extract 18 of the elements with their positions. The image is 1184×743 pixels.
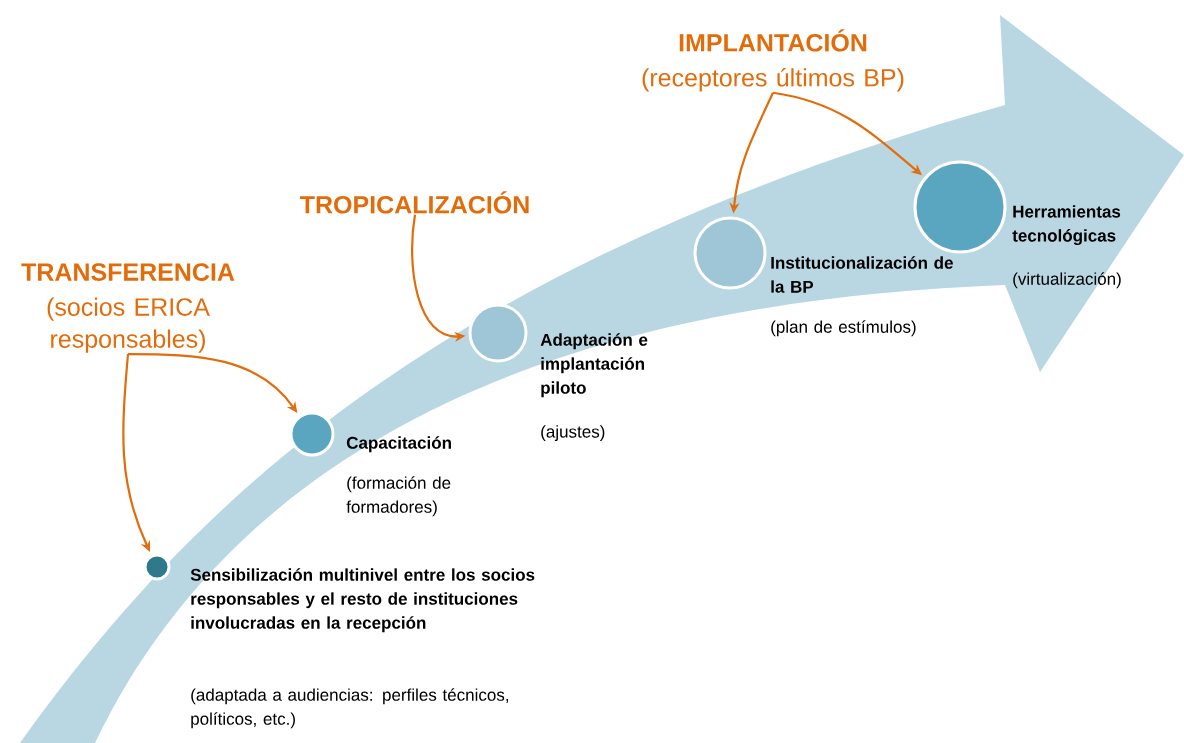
step-note: (formación de formadores)	[346, 476, 451, 517]
step-title: Herramientas tecnológicas	[1012, 205, 1121, 246]
step-circle	[468, 303, 528, 363]
step-note: (adaptada a audiencias: perfiles técnicos, políticos, etc.)	[191, 688, 508, 729]
phase-heading: IMPLANTACIÓN (receptores últimos BP)	[642, 29, 904, 92]
step-title: Adaptación e implantación piloto	[540, 333, 648, 398]
step-note: (ajustes)	[541, 425, 605, 442]
step-circle	[143, 553, 171, 581]
step-title: Institucionalización de la BP	[771, 256, 953, 293]
step-note: (virtualización)	[1013, 272, 1121, 289]
phase-heading: TRANSFERENCIA (socios ERICA responsables)	[21, 263, 235, 353]
phase-heading: TROPICALIZACIÓN	[300, 191, 529, 214]
step-title: Capacitación	[346, 436, 451, 453]
step-circle	[693, 216, 767, 290]
step-circle	[913, 160, 1007, 254]
step-title: Sensibilización multinivel entre los socios responsables y el resto de instituciones involucradas en la recepción	[190, 568, 535, 633]
step-circle	[289, 411, 335, 457]
step-note: (plan de estímulos)	[771, 320, 916, 337]
